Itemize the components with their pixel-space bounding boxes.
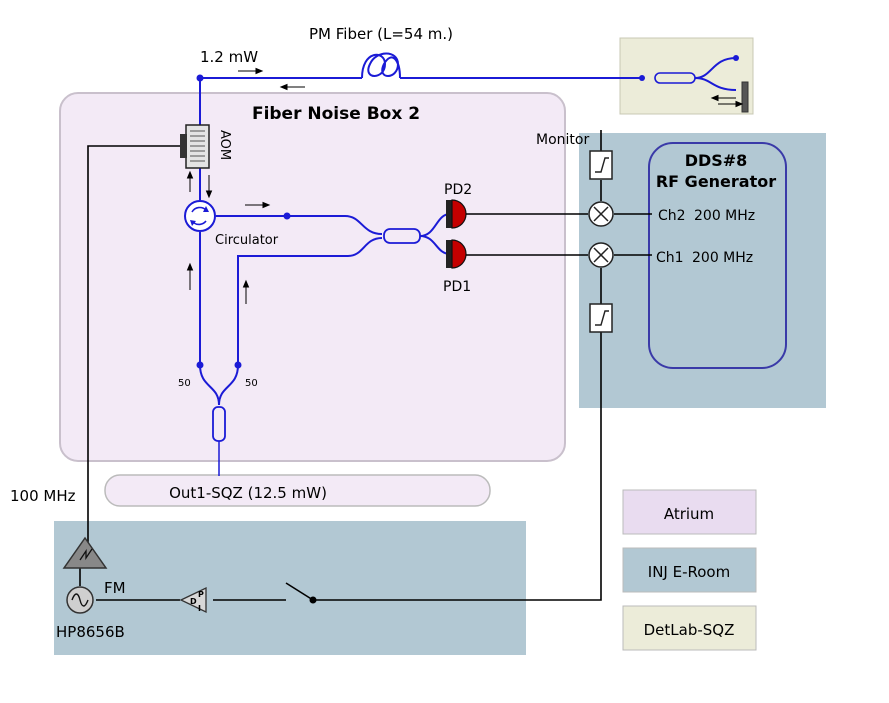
circulator-icon	[184, 200, 216, 232]
direction-arrows	[186, 67, 744, 304]
wire-amp-aom	[87, 145, 180, 543]
mixer-ch2-icon	[588, 201, 614, 227]
aom-label: AOM	[217, 130, 232, 160]
filter-lower-icon	[589, 303, 613, 333]
legend-detlab-swatch	[622, 605, 757, 651]
legend-atrium-swatch	[622, 489, 757, 535]
ch1-frequency: 200 MHz	[692, 250, 753, 266]
split-left-label: 50	[178, 378, 191, 389]
pid-i-label: I	[198, 604, 201, 613]
circulator-label: Circulator	[215, 233, 279, 248]
out-sqz-label: Out1-SQZ (12.5 mW)	[169, 484, 327, 502]
ch2-frequency: 200 MHz	[694, 208, 755, 224]
out-sqz-band	[104, 474, 491, 507]
ch2-label: Ch2	[658, 208, 686, 224]
fiber-noise-box-title: Fiber Noise Box 2	[252, 104, 420, 124]
hp-label: HP8656B	[56, 623, 125, 641]
ch1-label: Ch1	[656, 250, 684, 266]
pid-p-label: P	[198, 590, 204, 599]
switch-pivot	[309, 596, 317, 604]
fiber-return-branch	[237, 237, 383, 365]
freq-100-label: 100 MHz	[10, 487, 76, 505]
monitor-label: Monitor	[536, 132, 589, 148]
detlab-fiber-end	[733, 55, 739, 61]
aom-icon	[180, 124, 210, 169]
pm-fiber-coil	[361, 52, 401, 79]
legend-detlab-label: DetLab-SQZ	[644, 621, 735, 639]
pd2-icon	[446, 199, 467, 229]
pd2-label: PD2	[444, 182, 472, 198]
pd1-label: PD1	[443, 279, 471, 295]
wire-filter-down	[314, 332, 602, 601]
pid-d-label: D	[190, 597, 197, 606]
split-right-label: 50	[245, 378, 258, 389]
rf-amplifier-icon	[62, 536, 108, 569]
fiber-circulator-right	[216, 215, 383, 235]
hp-signal-generator-icon	[66, 586, 94, 614]
pd1-icon	[446, 239, 467, 269]
power-label: 1.2 mW	[200, 48, 258, 66]
legend-inj-swatch	[622, 547, 757, 593]
output-collimator	[212, 406, 226, 442]
inj-room-region-bottom	[54, 521, 526, 655]
filter-upper-icon	[589, 150, 613, 180]
legend: Atrium INJ E-Room DetLab-SQZ	[622, 489, 757, 651]
fiber-node-mid	[283, 212, 291, 220]
legend-atrium-label: Atrium	[664, 505, 714, 523]
fiber-coupler	[383, 228, 421, 244]
wire-switch-pid	[285, 582, 314, 601]
detlab-fiber-node	[639, 75, 645, 81]
fm-label: FM	[104, 579, 126, 597]
detlab-mirror	[741, 81, 749, 113]
fiber-splitter	[199, 364, 239, 406]
detlab-collimator	[654, 72, 696, 84]
detlab-fiber-out	[694, 57, 737, 91]
dds-title: DDS#8	[685, 151, 748, 170]
rf-generator-title: RF Generator	[656, 172, 776, 191]
mixer-ch1-icon	[588, 242, 614, 268]
pid-controller-icon: D P I	[179, 586, 207, 614]
pm-fiber-label: PM Fiber (L=54 m.)	[309, 25, 453, 43]
legend-inj-label: INJ E-Room	[648, 563, 730, 581]
fiber-noise-box	[59, 92, 566, 462]
